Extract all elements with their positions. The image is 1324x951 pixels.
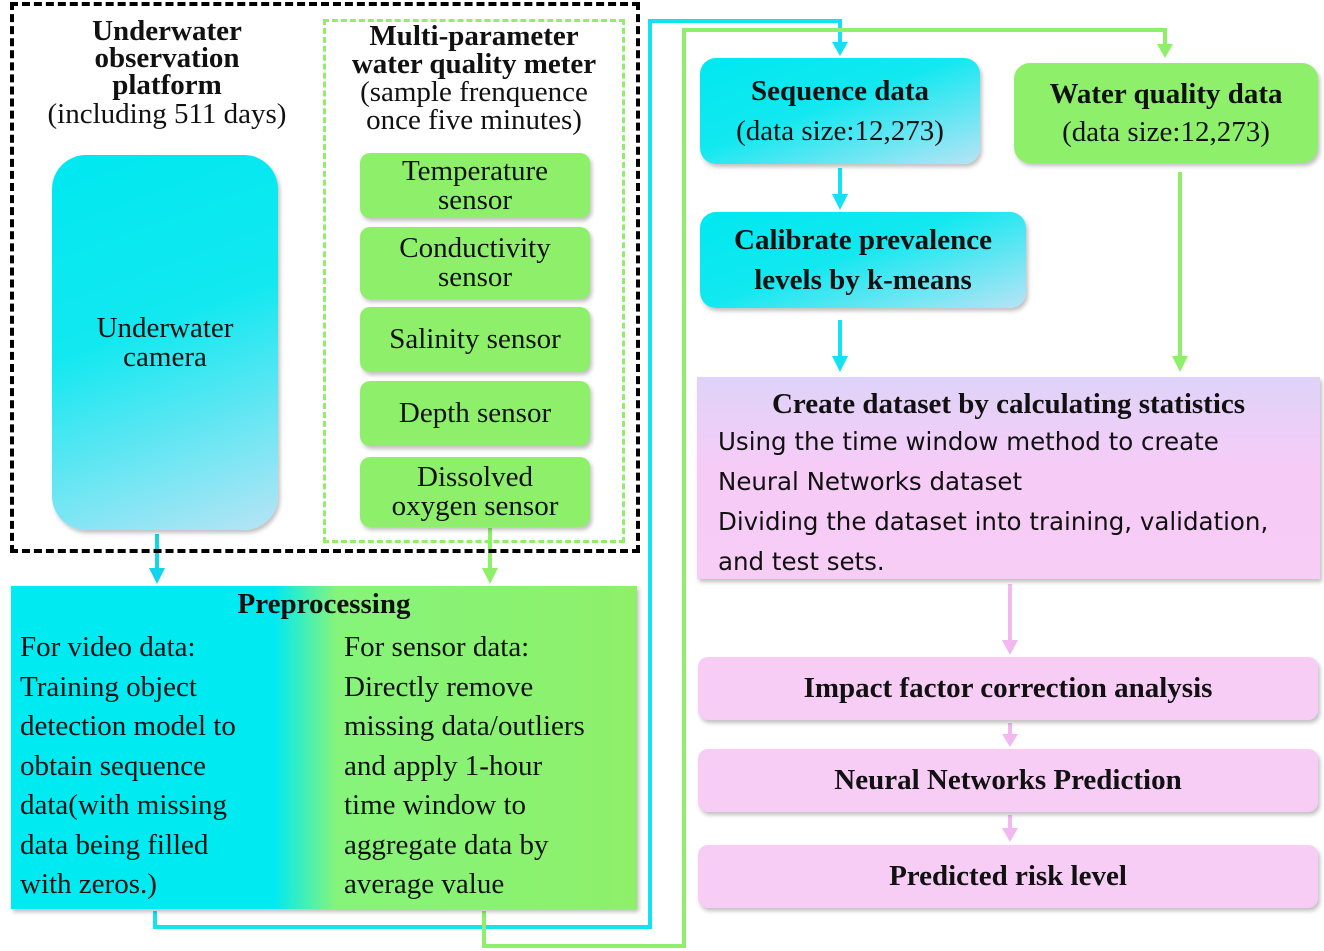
salinity-sensor-box: Salinity sensor (360, 307, 590, 372)
platform-title: Underwater observation platform (22, 15, 312, 101)
platform-title-line: Underwater (92, 15, 242, 47)
video-data-line: detection model to (20, 710, 236, 742)
sensor-label-line: Dissolved (417, 461, 533, 493)
video-data-line: with zeros.) (20, 868, 157, 900)
sensor-label-line: sensor (437, 183, 513, 216)
video-data-line: data being filled (20, 828, 209, 861)
create-dataset-title: Create dataset by calculating statistics (771, 388, 1246, 420)
create-dataset-description: Using the time window method to create N… (718, 422, 1268, 582)
water-quality-data-box: Water quality data (data size:12,273) (1014, 63, 1318, 163)
meter-title-line: Multi-parameter (369, 20, 579, 52)
arrow-sequence-to-calibrate (832, 168, 848, 210)
meter-title: Multi-parameter water quality meter (326, 20, 622, 80)
arrow-impact-to-prediction (1002, 723, 1018, 747)
calibrate-line: levels by k-means (754, 264, 972, 296)
sensor-label-line: oxygen sensor (391, 490, 559, 522)
platform-subtitle: (including 511 days) (47, 98, 287, 130)
platform-title-line: platform (112, 69, 222, 101)
arrow-preprocessing-to-water-quality (482, 28, 1173, 948)
temperature-sensor-box: Temperature sensor (360, 153, 590, 218)
video-data-line: obtain sequence (20, 749, 207, 782)
water-quality-data-title: Water quality data (1049, 78, 1283, 110)
calibrate-line: Calibrate prevalence (734, 224, 992, 256)
platform-title-line: observation (94, 42, 240, 74)
video-data-text: For video data: Training object detectio… (20, 628, 236, 905)
water-quality-data-size: (data size:12,273) (1062, 116, 1270, 148)
sensor-data-text: For sensor data: Directly remove missing… (344, 628, 585, 905)
arrow-prediction-to-risk (1002, 815, 1018, 842)
sensor-label-line: sensor (437, 261, 513, 293)
sensor-data-line: and apply 1-hour (344, 749, 543, 782)
sensor-label-line: Depth sensor (398, 397, 552, 429)
arrow-preprocessing-to-sequence (153, 19, 848, 929)
sequence-data-size: (data size:12,273) (736, 115, 944, 147)
arrow-dataset-to-impact (1002, 584, 1018, 655)
sensor-data-line: missing data/outliers (344, 710, 585, 742)
predicted-risk-level-box: Predicted risk level (698, 845, 1318, 908)
sensor-data-line: time window to (344, 789, 527, 821)
water-quality-meter-frame (323, 19, 625, 543)
sensor-data-line: aggregate data by (344, 828, 549, 861)
video-data-line: data(with missing (20, 789, 228, 821)
meter-subtitle: (sample frenquence once five minutes) (326, 76, 622, 136)
observation-platform-frame (10, 2, 640, 553)
sensor-data-line: average value (344, 868, 505, 900)
preprocessing-box (11, 586, 637, 909)
dataset-description-line: and test sets. (718, 547, 885, 576)
dataset-description-line: Using the time window method to create (718, 427, 1219, 456)
create-dataset-box (697, 377, 1320, 579)
video-data-line: For video data: (20, 631, 196, 663)
neural-networks-prediction-title: Neural Networks Prediction (834, 764, 1182, 796)
predicted-risk-level-title: Predicted risk level (889, 860, 1127, 892)
depth-sensor-box: Depth sensor (360, 381, 590, 446)
impact-factor-box: Impact factor correction analysis (698, 657, 1318, 720)
neural-networks-prediction-box: Neural Networks Prediction (698, 749, 1318, 812)
conductivity-sensor-box: Conductivity sensor (360, 227, 590, 299)
calibrate-box: Calibrate prevalence levels by k-means (700, 212, 1026, 308)
sensor-data-line: For sensor data: (344, 631, 530, 663)
meter-title-line: water quality meter (351, 48, 597, 80)
video-data-line: Training object (20, 670, 197, 703)
camera-label-line: Underwater (96, 311, 234, 344)
sensor-data-line: Directly remove (344, 670, 534, 703)
sequence-data-box: Sequence data (data size:12,273) (700, 58, 980, 164)
dataset-description-line: Neural Networks dataset (718, 467, 1023, 496)
sensor-label-line: Salinity sensor (389, 323, 561, 355)
underwater-camera-box: Underwater camera (52, 155, 278, 530)
arrow-water-quality-to-dataset (1172, 172, 1188, 372)
sequence-data-title: Sequence data (750, 75, 930, 107)
arrow-calibrate-to-dataset (832, 320, 848, 372)
camera-label-line: camera (123, 340, 207, 373)
meter-subtitle-line: once five minutes) (366, 104, 582, 136)
meter-subtitle-line: (sample frenquence (360, 76, 588, 108)
dissolved-oxygen-sensor-box: Dissolved oxygen sensor (360, 457, 590, 527)
dataset-description-line: Dividing the dataset into training, vali… (718, 507, 1269, 536)
sensor-label-line: Conductivity (399, 232, 551, 264)
sensor-label-line: Temperature (401, 154, 549, 187)
impact-factor-title: Impact factor correction analysis (803, 672, 1213, 704)
preprocessing-title: Preprocessing (237, 588, 411, 620)
